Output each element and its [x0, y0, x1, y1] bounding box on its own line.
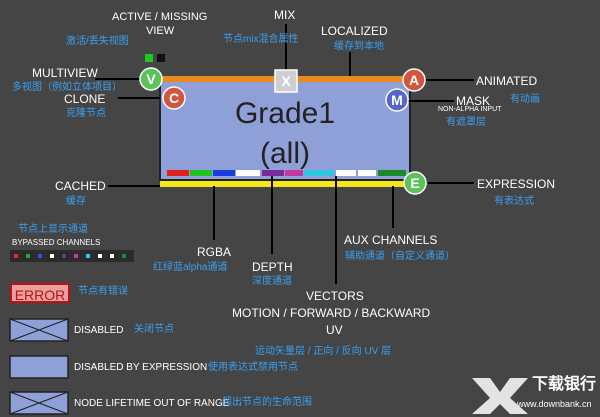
badge-m-letter: M [391, 92, 403, 108]
channel-motion [285, 170, 303, 176]
node-title: Grade1 [234, 97, 336, 130]
label-mix: MIX [274, 8, 296, 22]
node-subtitle: (all) [260, 137, 310, 170]
label-bypassed-cn: 节点上显示通道 [18, 224, 88, 235]
label-view: VIEW [146, 25, 175, 37]
label-lifetime-cn: 超出节点的生命范围 [222, 397, 312, 408]
label-motion: MOTION / FORWARD / BACKWARD [232, 306, 431, 320]
channel-blue [213, 170, 235, 176]
channel-alpha [236, 170, 260, 176]
channel-aux [378, 170, 406, 176]
badge-v-letter: V [146, 71, 156, 87]
label-active-missing: ACTIVE / MISSING [112, 11, 208, 23]
channel-uv [358, 170, 376, 176]
label-clone: CLONE [64, 92, 106, 106]
label-depth-cn: 深度通道 [252, 276, 292, 287]
missing-square-icon [157, 54, 165, 62]
badge-a: A [402, 68, 426, 92]
channel-red [167, 170, 189, 176]
label-localized: LOCALIZED [321, 24, 388, 38]
label-mask-cn: 有遮罩层 [446, 117, 486, 128]
label-disabled-expression: DISABLED BY EXPRESSION [74, 362, 208, 373]
label-expression: EXPRESSION [477, 177, 556, 191]
label-aux: AUX CHANNELS [344, 233, 438, 247]
badge-c: C [162, 86, 186, 110]
active-square-icon [145, 54, 153, 62]
label-mask-sub: NON-ALPHA INPUT [438, 106, 502, 113]
disabled-expression-box-icon [9, 355, 69, 379]
watermark-url: www.downbank.cn [517, 399, 592, 409]
label-cached: CACHED [55, 179, 106, 193]
bypassed-strip [10, 250, 134, 262]
label-disabled: DISABLED [74, 325, 124, 336]
label-uv: UV [326, 323, 343, 337]
label-multiview: MULTIVIEW [32, 66, 98, 80]
label-clone-cn: 克隆节点 [66, 108, 106, 119]
badge-x-letter: X [281, 73, 291, 89]
watermark-logo-icon [472, 378, 528, 414]
lifetime-box-icon [9, 391, 69, 415]
label-animated-cn: 有动画 [510, 94, 540, 105]
label-depth: DEPTH [252, 260, 293, 274]
channel-green [190, 170, 212, 176]
label-aux-cn: 辅助通道（自定义通道） [345, 251, 455, 262]
label-expression-cn: 有表达式 [494, 196, 534, 207]
cached-bar [160, 181, 410, 187]
channel-strip [167, 170, 406, 176]
badge-x: X [274, 69, 298, 93]
label-mask: MASK [456, 94, 491, 108]
label-bypassed: BYPASSED CHANNELS [12, 238, 101, 247]
disabled-box-icon [9, 318, 69, 342]
error-box: ERROR [10, 283, 70, 303]
badge-m: M [385, 88, 409, 112]
badge-e: E [403, 171, 427, 195]
label-localized-cn: 缓存到本地 [334, 41, 384, 52]
watermark-name: 下载银行 [532, 376, 597, 393]
label-active-missing-cn: 激活/丢失视图 [66, 36, 129, 47]
channel-forward [304, 170, 334, 176]
node-body[interactable] [159, 79, 411, 181]
label-cached-cn: 缓存 [66, 196, 86, 207]
badge-e-letter: E [410, 175, 419, 191]
badge-v: V [139, 67, 163, 91]
channel-depth [262, 170, 284, 176]
badge-a-letter: A [409, 72, 419, 88]
badge-c-letter: C [169, 90, 179, 106]
label-disabled-expression-cn: 使用表达式禁用节点 [208, 362, 298, 373]
label-multiview-cn: 多视图（例如立体项目） [12, 82, 122, 93]
label-disabled-cn: 关闭节点 [134, 324, 174, 335]
label-vectors: VECTORS [306, 289, 364, 303]
label-animated: ANIMATED [476, 74, 538, 88]
label-vectors-cn: 运动矢量层 / 正向 / 反向 UV 层 [255, 346, 392, 357]
label-lifetime: NODE LIFETIME OUT OF RANGE [74, 398, 230, 409]
label-error-cn: 节点有错误 [78, 286, 128, 297]
label-rgba: RGBA [197, 245, 232, 259]
channel-backward [336, 170, 356, 176]
label-rgba-cn: 红绿蓝alpha通道 [153, 262, 228, 273]
label-mix-cn: 节点mix混合属性 [223, 34, 299, 45]
